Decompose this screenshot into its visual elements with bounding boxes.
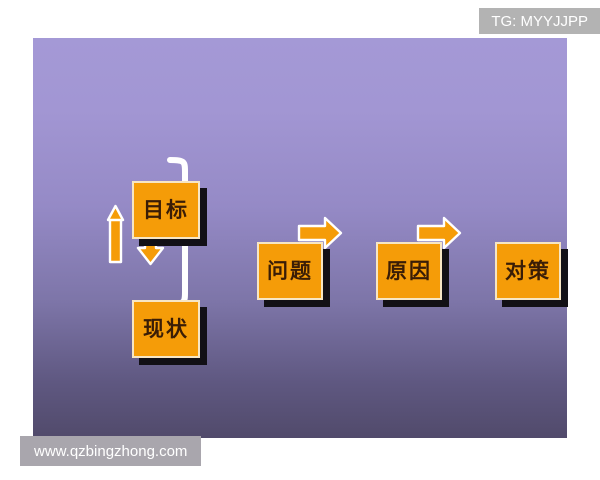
node-goal: 目标 xyxy=(132,181,207,246)
node-face: 目标 xyxy=(132,181,200,239)
arrow-right-icon-2 xyxy=(416,216,462,250)
node-label: 问题 xyxy=(267,258,313,283)
node-label: 对策 xyxy=(505,258,551,283)
arrow-up-icon xyxy=(106,204,125,264)
watermark-bottom-left: www.qzbingzhong.com xyxy=(20,436,202,466)
watermark-top-right: TG: MYYJJPP xyxy=(479,8,600,34)
node-problem: 问题 xyxy=(257,242,330,307)
diagram-panel: 目标 现状 问题 原因 对策 xyxy=(33,38,568,438)
node-label: 原因 xyxy=(386,258,432,283)
node-face: 对策 xyxy=(495,242,561,300)
node-cause: 原因 xyxy=(376,242,449,307)
node-face: 问题 xyxy=(257,242,323,300)
node-label: 现状 xyxy=(143,316,189,341)
node-face: 原因 xyxy=(376,242,442,300)
node-countermeasure: 对策 xyxy=(495,242,568,307)
arrow-right-icon-1 xyxy=(297,216,343,250)
connectors-layer xyxy=(106,157,462,307)
node-current-state: 现状 xyxy=(132,300,207,365)
node-label: 目标 xyxy=(143,197,189,222)
node-face: 现状 xyxy=(132,300,200,358)
